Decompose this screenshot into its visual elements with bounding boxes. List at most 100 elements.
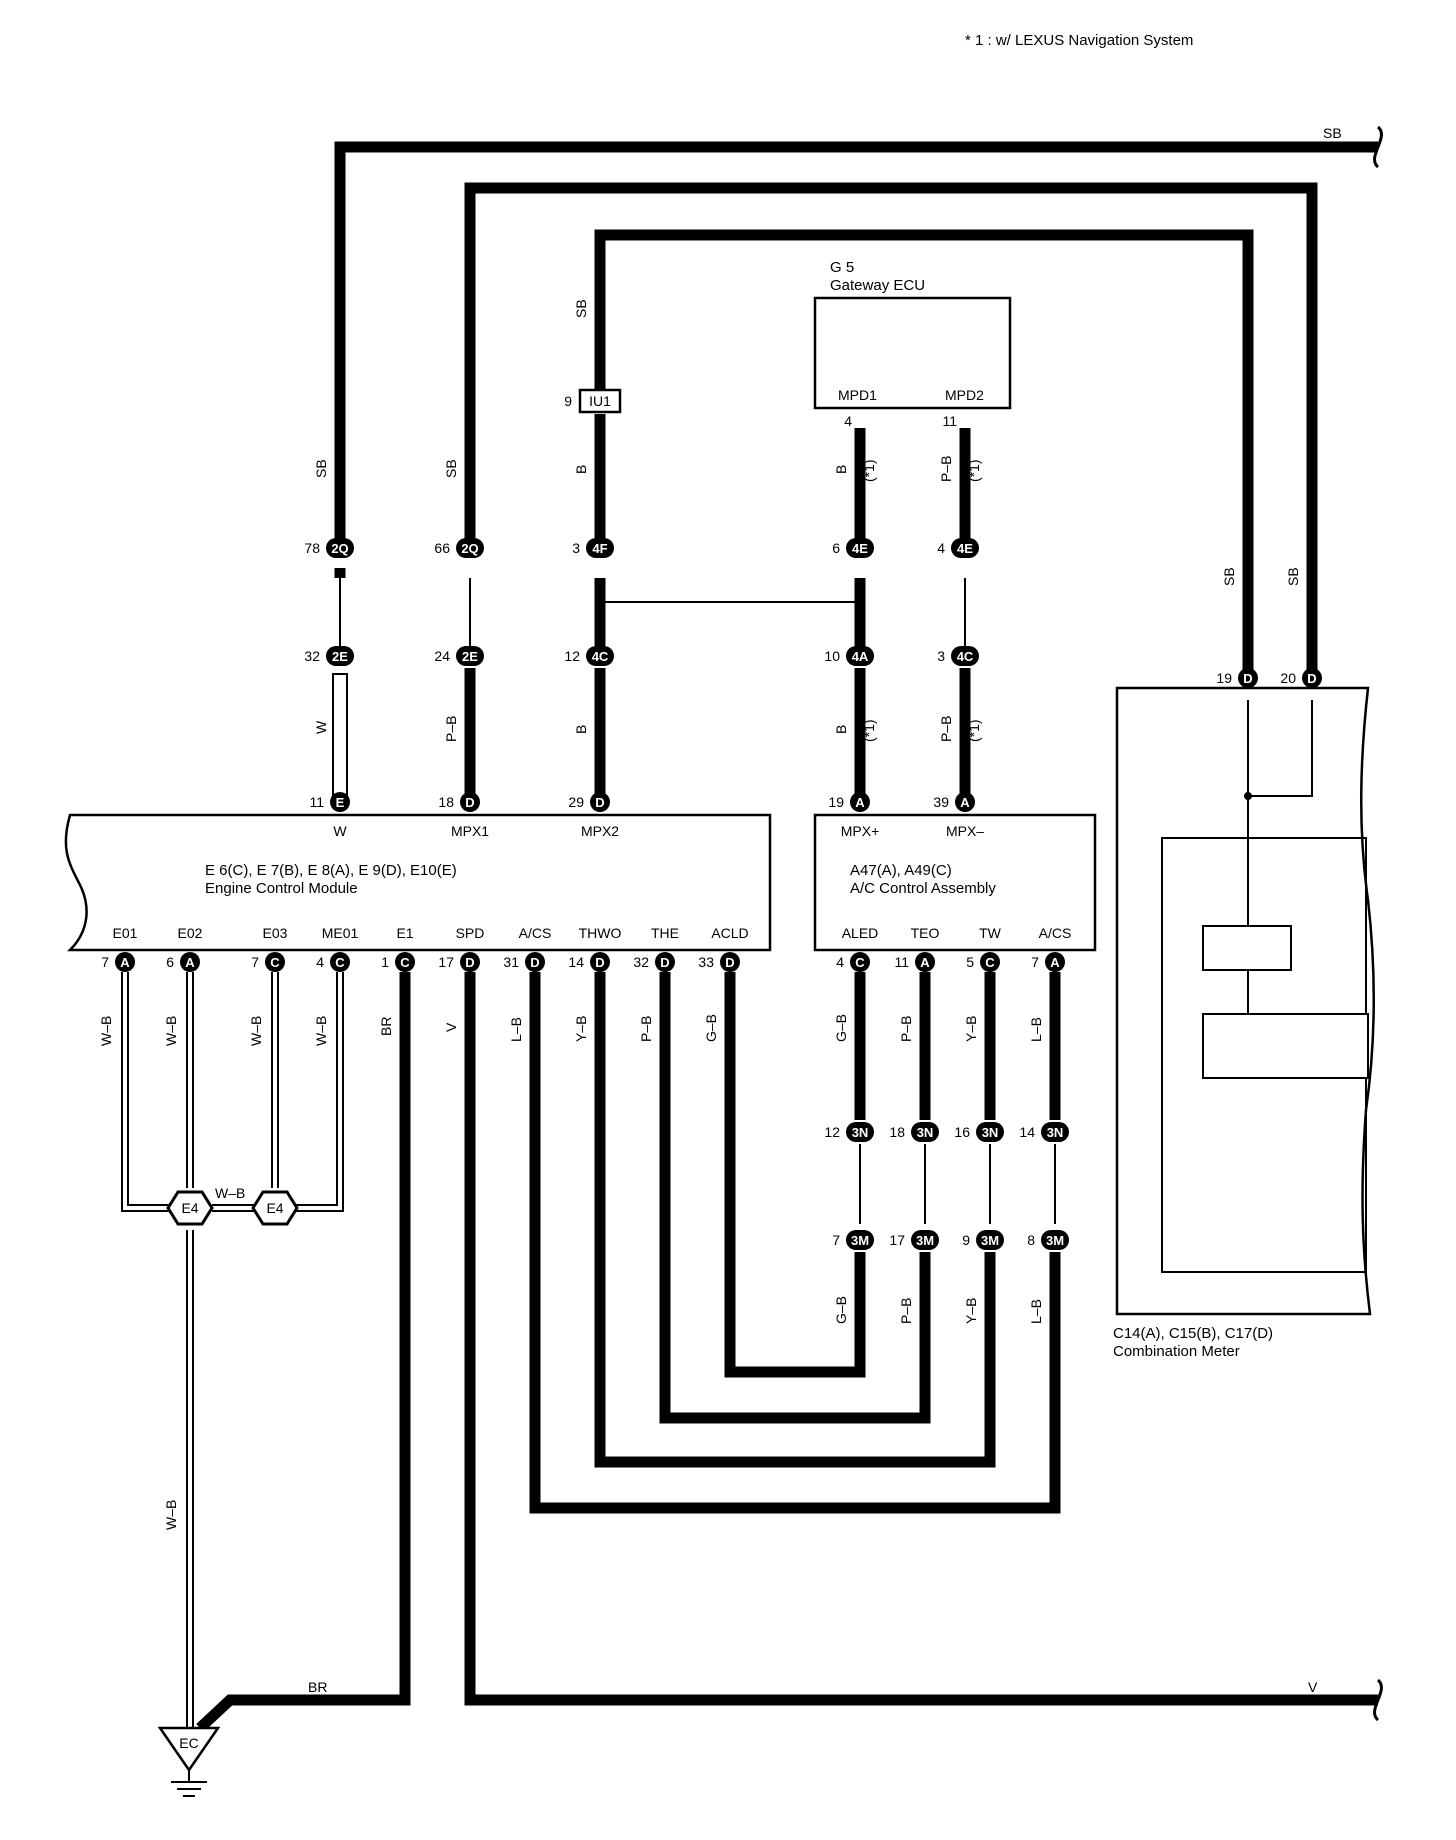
ac-pin-terminal-teo: A 11 <box>894 952 935 972</box>
wire-label-pb: P–B <box>938 456 954 482</box>
ac-pin-terminal-19: A 19 <box>828 792 870 812</box>
ecm-pin-e03: E03 <box>263 925 288 941</box>
connector-label: D <box>725 955 734 970</box>
connector-label: 4C <box>592 649 609 664</box>
ac-pin-aled: ALED <box>842 925 879 941</box>
wire-wb-e01-inner <box>123 972 172 1210</box>
connector-label: C <box>335 955 345 970</box>
pin-number: 1 <box>381 954 389 970</box>
connector-3m-9: 3M 9 <box>962 1230 1004 1250</box>
connector-label: A <box>855 795 865 810</box>
connector-label: D <box>660 955 669 970</box>
wire-sb-78 <box>334 141 1378 548</box>
wire-label-gb: G–B <box>833 1014 849 1042</box>
connector-2e: 2E 24 <box>434 646 484 666</box>
ac-pin-mpx-minus: MPX– <box>946 823 984 839</box>
pin-number: 19 <box>1216 670 1232 686</box>
wire-label-br: BR <box>378 1017 394 1036</box>
connector-4c-12: 4C 12 <box>564 646 614 666</box>
pin-number: 29 <box>568 794 584 810</box>
wire-label-b: B <box>833 465 849 474</box>
pin-number: 7 <box>832 1232 840 1248</box>
ecm-pin-terminal-thwo: D 14 <box>568 952 610 972</box>
connector-label: D <box>530 955 539 970</box>
pin-number: 4 <box>836 954 844 970</box>
connector-label: D <box>1307 671 1316 686</box>
wire-label-v: V <box>443 1022 459 1032</box>
pin-number: 3 <box>572 540 580 556</box>
ecm-box <box>64 813 772 952</box>
connector-label: 2Q <box>331 541 348 556</box>
connector-4c-3: 4C 3 <box>937 646 979 666</box>
connector-label: C <box>400 955 410 970</box>
wire-label-note1: (*1) <box>861 719 877 742</box>
connector-label: 3M <box>851 1233 869 1248</box>
gateway-title: G 5 <box>830 259 854 276</box>
wire-sb-66 <box>464 182 1318 678</box>
pin-number: 33 <box>698 954 714 970</box>
ecm-pin-terminal-18: D 18 <box>438 792 480 812</box>
wire-label-wb: W–B <box>163 1500 179 1530</box>
ecm-pin-terminal-me01: C 4 <box>316 952 350 972</box>
connector-label: D <box>465 795 474 810</box>
ac-pin-terminal-tw: C 5 <box>966 952 1000 972</box>
ac-pin-terminal-aled: C 4 <box>836 952 870 972</box>
meter-title: C14(A), C15(B), C17(D) <box>1113 1325 1273 1342</box>
pin-number: 17 <box>889 1232 905 1248</box>
ecm-pin-terminal-e03: C 7 <box>251 952 285 972</box>
pin-number: 11 <box>309 794 324 810</box>
meter-pin-terminal-20: D 20 <box>1280 668 1322 688</box>
wire-label-sb: SB <box>313 459 329 478</box>
wire-break-mark <box>1373 125 1383 169</box>
meter-pin-terminal-19: D 19 <box>1216 668 1258 688</box>
pin-number: 4 <box>844 413 852 429</box>
pin-number: 12 <box>824 1124 840 1140</box>
wire-label-wb: W–B <box>313 1016 329 1046</box>
ecm-pin-terminal-e1: C 1 <box>381 952 415 972</box>
connector-label: 3N <box>917 1125 934 1140</box>
pin-number: 6 <box>166 954 174 970</box>
connector-label: 2E <box>332 649 348 664</box>
wire-label-note1: (*1) <box>966 459 982 482</box>
connector-label: 2Q <box>461 541 478 556</box>
ecm-pin-terminal-e01: A 7 <box>101 952 135 972</box>
connector-4e-4: 4E 4 <box>937 538 979 558</box>
ecm-pin-terminal-11: E 11 <box>309 792 350 812</box>
wire-label-lb: L–B <box>1028 1017 1044 1042</box>
pin-number: 11 <box>894 954 909 970</box>
pin-number: 9 <box>962 1232 970 1248</box>
connector-2q-78: 2Q 78 <box>304 538 354 558</box>
connector-label: 3N <box>1047 1125 1064 1140</box>
wire-label-sb-top: SB <box>1323 125 1342 141</box>
wire-label-note1: (*1) <box>966 719 982 742</box>
connector-label: 3M <box>981 1233 999 1248</box>
gateway-pin-mpd1: MPD1 <box>838 387 877 403</box>
connector-label: A <box>120 955 130 970</box>
ecm-pin-the: THE <box>651 925 679 941</box>
gateway-name: Gateway ECU <box>830 277 925 294</box>
navigation-note: * 1 : w/ LEXUS Navigation System <box>965 32 1193 49</box>
meter-name: Combination Meter <box>1113 1343 1240 1360</box>
connector-iu1: IU1 9 <box>564 388 622 414</box>
wire-gb-acld <box>724 972 866 1378</box>
ecm-pin-mpx2: MPX2 <box>581 823 619 839</box>
meter-inner-line <box>1248 700 1313 797</box>
pin-number: 4 <box>316 954 324 970</box>
pin-number: 18 <box>438 794 454 810</box>
wire-label-pb: P–B <box>938 716 954 742</box>
splice-dot <box>596 598 604 606</box>
wire-label-note1: (*1) <box>861 459 877 482</box>
connector-4e-6: 4E 6 <box>832 538 874 558</box>
ecm-pin-terminal-acs: D 31 <box>503 952 545 972</box>
e4-ground-point-2: E4 <box>251 1190 299 1226</box>
wire-label-w: W <box>313 720 329 734</box>
pin-number: 14 <box>1019 1124 1035 1140</box>
e4-label: E4 <box>181 1200 198 1216</box>
connector-label: C <box>855 955 865 970</box>
connector-2d: 2E 32 <box>304 646 354 666</box>
connector-label: 4E <box>957 541 973 556</box>
wire-label-sb: SB <box>443 459 459 478</box>
ac-control-box <box>813 813 1097 952</box>
ac-pin-terminal-acs: A 7 <box>1031 952 1065 972</box>
connector-4a: 4A 10 <box>824 646 874 666</box>
